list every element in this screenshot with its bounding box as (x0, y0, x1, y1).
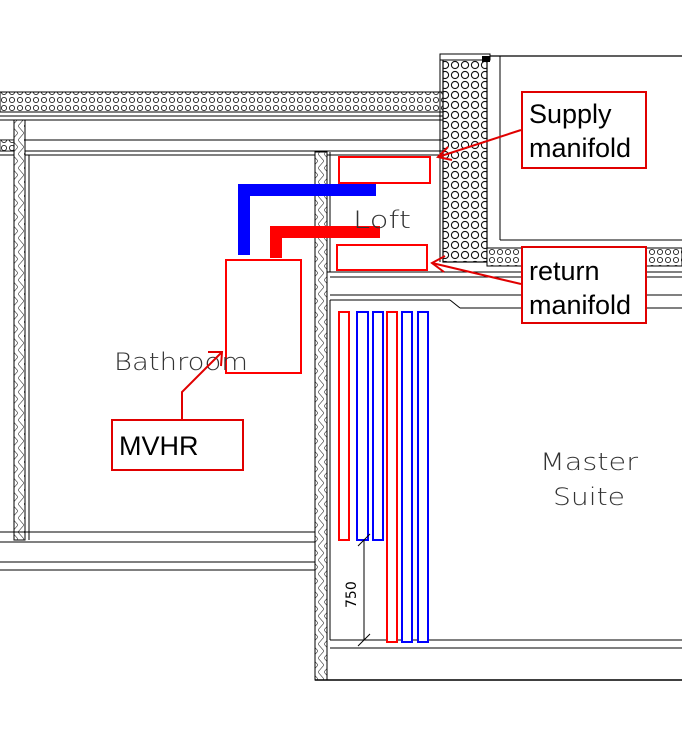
callout-return-manifold: return manifold (521, 246, 647, 324)
duct-run-blue (372, 311, 384, 541)
bathroom-floor-band (0, 531, 315, 571)
return-arrow (430, 255, 522, 285)
duct-run-blue (417, 311, 429, 643)
duct-runs (338, 311, 429, 643)
room-label-bathroom: Bathroom (114, 348, 248, 376)
mvhr-unit (225, 259, 302, 374)
callout-supply-manifold: Supply manifold (521, 91, 647, 169)
return-manifold (336, 244, 428, 271)
ceiling-band (0, 139, 446, 156)
duct-run-red (338, 311, 350, 541)
supply-arrow (435, 129, 522, 161)
callout-supply-line2: manifold (529, 133, 632, 163)
duct-run-blue (356, 311, 369, 541)
room-label-loft: Loft (353, 206, 411, 234)
dimension-value: 750 (344, 581, 360, 608)
room-label-master-line2: Suite (553, 483, 625, 511)
callout-mvhr: MVHR (111, 419, 244, 471)
callout-return-line2: manifold (529, 290, 632, 320)
room-label-master-line1: Master (540, 448, 638, 476)
left-wall (13, 119, 30, 541)
supply-duct (238, 184, 376, 255)
dimension-line: 750 (344, 533, 386, 647)
extract-duct (270, 226, 380, 258)
insulated-gable-wall (439, 53, 491, 263)
supply-manifold (338, 156, 431, 184)
duct-run-blue (401, 311, 413, 643)
upper-right-room (490, 55, 682, 241)
callout-mvhr-label: MVHR (119, 431, 199, 461)
upper-roof-slab (0, 91, 447, 121)
mvhr-arrow (181, 351, 224, 419)
callout-supply-line1: Supply (529, 99, 612, 129)
duct-run-red (386, 311, 398, 643)
master-floor-band (315, 639, 682, 681)
callout-return-line1: return (529, 256, 600, 286)
